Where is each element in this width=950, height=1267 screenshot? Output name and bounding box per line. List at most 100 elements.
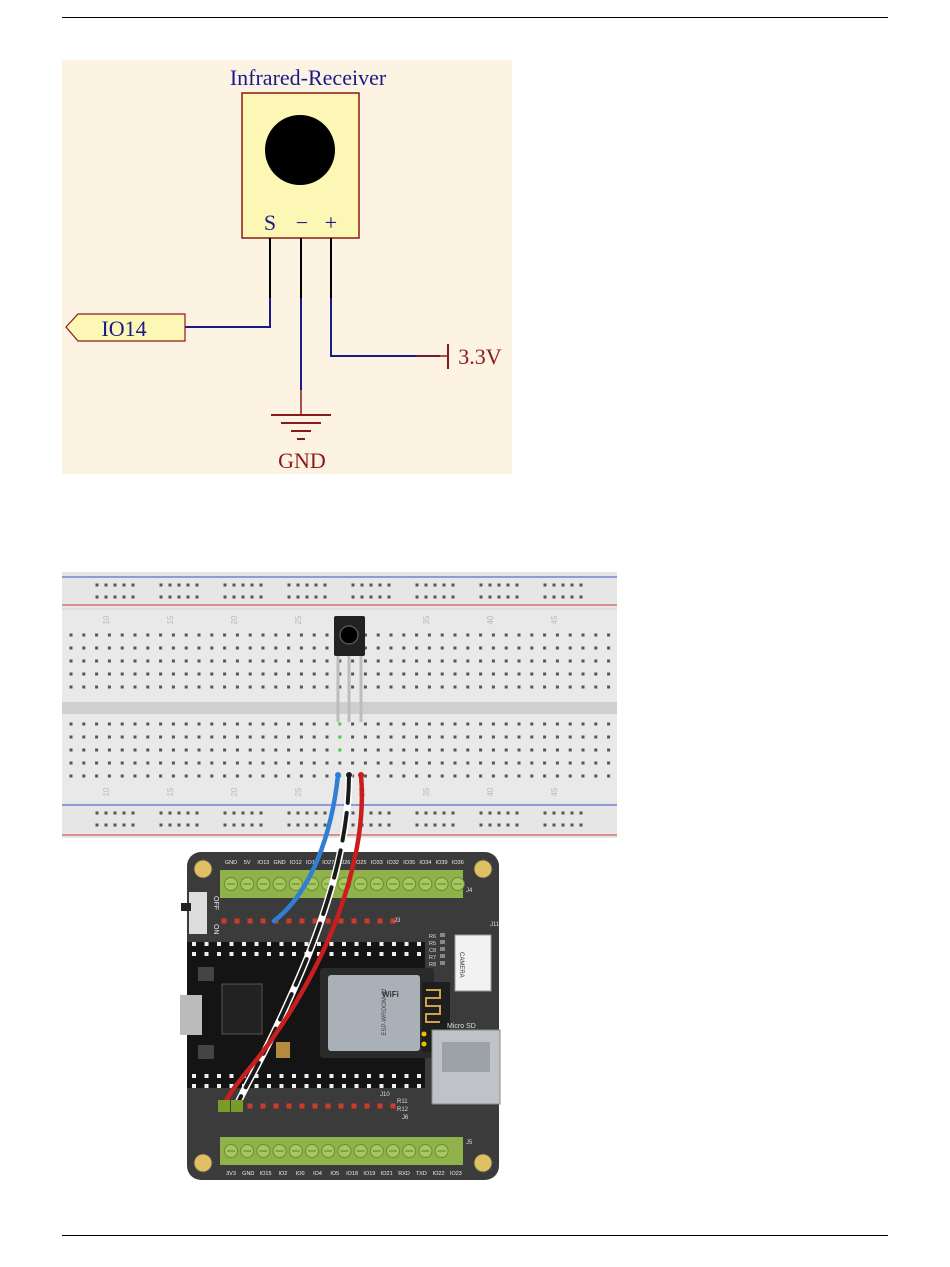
breadboard-hole xyxy=(402,735,406,739)
rail-hole xyxy=(195,823,199,827)
breadboard-hole xyxy=(235,672,239,676)
rail-hole xyxy=(250,811,254,815)
breadboard-hole xyxy=(453,685,457,689)
breadboard-hole xyxy=(69,659,73,663)
breadboard-hole xyxy=(159,659,163,663)
breadboard-hole xyxy=(555,748,559,752)
boot-button[interactable] xyxy=(198,967,214,981)
breadboard-hole xyxy=(517,646,521,650)
breadboard-hole xyxy=(376,761,380,765)
breadboard-hole xyxy=(338,748,342,752)
breadboard-hole xyxy=(159,748,163,752)
breadboard-hole xyxy=(466,774,470,778)
top-header-label: IO39 xyxy=(436,860,448,866)
breadboard-hole xyxy=(415,685,419,689)
breadboard-hole xyxy=(299,672,303,676)
breadboard-hole xyxy=(261,659,265,663)
breadboard-hole xyxy=(299,774,303,778)
breadboard-hole xyxy=(607,735,611,739)
breadboard-hole xyxy=(466,659,470,663)
breadboard-hole xyxy=(568,633,572,637)
breadboard-hole xyxy=(351,722,355,726)
reset-button[interactable] xyxy=(198,1045,214,1059)
rail-hole xyxy=(497,811,501,815)
header-pin xyxy=(286,1103,292,1109)
breadboard-hole xyxy=(427,735,431,739)
breadboard-hole xyxy=(120,722,124,726)
breadboard-hole xyxy=(338,722,342,726)
breadboard-hole xyxy=(82,748,86,752)
breadboard-hole xyxy=(274,722,278,726)
breadboard-hole xyxy=(287,722,291,726)
top-header-label: IO26 xyxy=(338,860,350,866)
devkit-pin xyxy=(304,1074,309,1078)
breadboard-hole xyxy=(491,672,495,676)
rail-hole xyxy=(159,583,163,587)
rail-hole xyxy=(369,583,373,587)
column-number: 10 xyxy=(102,787,111,796)
bottom-header-label: IO0 xyxy=(296,1171,305,1177)
power-switch[interactable] xyxy=(189,892,207,934)
breadboard-hole xyxy=(376,633,380,637)
rail-hole xyxy=(561,823,565,827)
resistor-label: R6 xyxy=(429,934,436,940)
rail-hole xyxy=(552,583,556,587)
breadboard-hole xyxy=(82,761,86,765)
rail-hole xyxy=(351,583,355,587)
ground-wire xyxy=(235,773,351,1107)
breadboard-hole xyxy=(607,646,611,650)
bottom-header-label: IO21 xyxy=(381,1171,393,1177)
bottom-header-label: RXD xyxy=(398,1171,410,1177)
breadboard-hole xyxy=(248,646,252,650)
devkit-pin xyxy=(379,942,384,946)
rail-hole xyxy=(259,595,263,599)
pin-plus-label: + xyxy=(325,210,337,235)
breadboard-hole xyxy=(95,672,99,676)
breadboard-hole xyxy=(235,748,239,752)
rail-hole xyxy=(488,595,492,599)
io14-net-flag xyxy=(65,313,186,342)
breadboard-hole xyxy=(120,633,124,637)
breadboard-hole xyxy=(133,774,137,778)
rail-hole xyxy=(323,583,327,587)
breadboard-hole xyxy=(568,774,572,778)
rail-hole xyxy=(433,595,437,599)
breadboard-hole xyxy=(235,633,239,637)
breadboard-hole xyxy=(517,672,521,676)
rail-hole xyxy=(296,583,300,587)
devkit-pin xyxy=(304,1084,309,1088)
breadboard-hole xyxy=(261,748,265,752)
breadboard-hole xyxy=(440,748,444,752)
rail-hole xyxy=(186,811,190,815)
breadboard-hole xyxy=(107,748,111,752)
top-header-label: GND xyxy=(273,860,285,866)
breadboard-hole xyxy=(287,672,291,676)
breadboard-hole xyxy=(491,685,495,689)
usb-connector[interactable] xyxy=(180,995,202,1035)
ground-net-label: GND xyxy=(278,448,326,473)
breadboard-hole xyxy=(261,761,265,765)
breadboard-hole xyxy=(171,659,175,663)
devkit-pin xyxy=(217,1084,221,1088)
breadboard-hole xyxy=(363,672,367,676)
bottom-header-label: IO22 xyxy=(433,1171,445,1177)
breadboard-hole xyxy=(82,685,86,689)
breadboard-hole xyxy=(95,735,99,739)
camera-label: CAMERA xyxy=(458,952,464,978)
breadboard-hole xyxy=(210,659,214,663)
breadboard-hole xyxy=(274,672,278,676)
breadboard-hole xyxy=(171,633,175,637)
devkit-pin xyxy=(292,942,296,946)
breadboard-hole xyxy=(274,735,278,739)
rail-hole xyxy=(95,583,99,587)
j3-label: J3 xyxy=(394,918,401,924)
power-switch-knob[interactable] xyxy=(181,903,191,911)
r12-label: R12 xyxy=(397,1107,409,1113)
breadboard-hole xyxy=(312,748,316,752)
rail-hole xyxy=(570,595,574,599)
rail-hole xyxy=(287,823,291,827)
header-pin xyxy=(364,918,370,924)
header-pin xyxy=(273,1103,279,1109)
breadboard-hole xyxy=(287,659,291,663)
